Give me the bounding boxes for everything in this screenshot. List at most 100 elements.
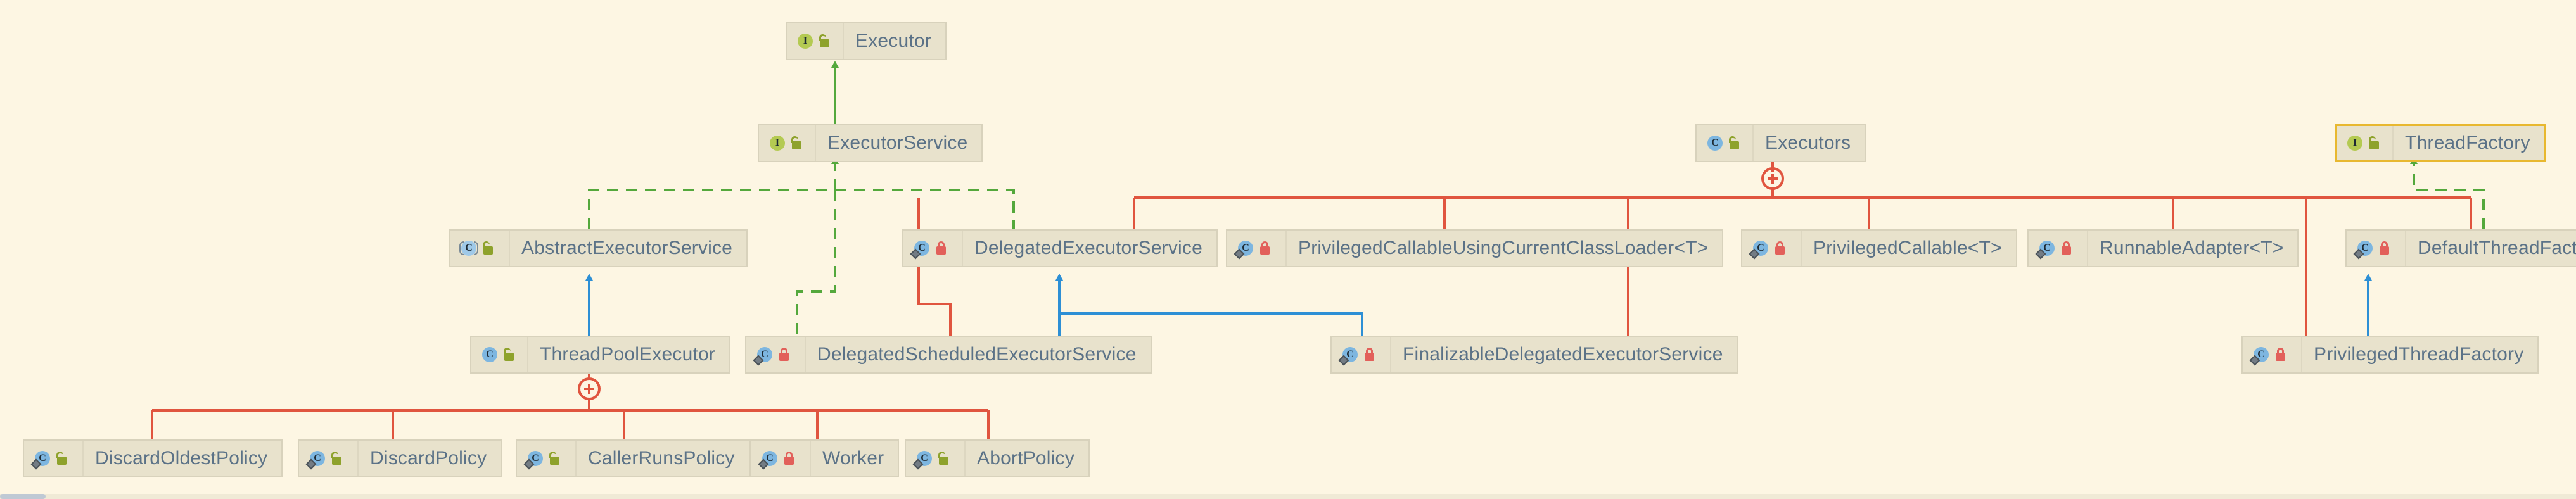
lock-body	[483, 246, 493, 255]
lock-closed-icon	[935, 241, 948, 256]
lock-body	[936, 246, 946, 255]
node-icon-gutter: I	[759, 125, 816, 161]
icon-letter: C	[35, 451, 50, 466]
lock-body	[2062, 246, 2071, 255]
icon-letter: C	[914, 241, 929, 256]
class-node-label: AbortPolicy	[977, 448, 1074, 469]
node-icon-gutter: C	[2029, 231, 2088, 266]
icon-letter: C	[1342, 347, 1358, 362]
class-node-label: DefaultThreadFactory	[2418, 237, 2576, 258]
lock-body	[939, 457, 948, 465]
inner-class-icon: C	[1341, 345, 1360, 364]
node-icon-gutter: C	[751, 441, 811, 476]
lock-body	[550, 457, 559, 465]
lock-body	[2380, 246, 2389, 255]
inner-class-icon: C	[760, 449, 779, 468]
lock-closed-icon	[2378, 241, 2391, 256]
lock-open-icon	[791, 136, 803, 151]
class-node-abortPolicy[interactable]: C AbortPolicy	[905, 439, 1090, 477]
inner-class-icon: C	[915, 449, 934, 468]
lock-closed-icon	[1363, 347, 1376, 362]
inner-class-icon: C	[2037, 239, 2056, 258]
lock-open-icon	[503, 347, 516, 362]
class-node-label: Executors	[1765, 132, 1851, 153]
class-node-discardOldestPolicy[interactable]: C DiscardOldestPolicy	[23, 439, 283, 477]
class-node-worker[interactable]: C Worker	[750, 439, 900, 477]
class-node-label: Worker	[822, 448, 884, 469]
class-node-label: DiscardOldestPolicy	[95, 448, 268, 469]
lock-shackle	[56, 452, 63, 458]
class-node-label: PrivilegedCallable<T>	[1813, 237, 2002, 258]
node-icon-gutter: C	[1742, 231, 1802, 266]
lock-open-icon	[56, 451, 68, 466]
node-icon-gutter: C	[450, 231, 510, 266]
node-icon-gutter: I	[787, 23, 844, 59]
lock-open-icon	[938, 451, 950, 466]
inner-class-icon: C	[526, 449, 545, 468]
node-icon-gutter: C	[2347, 231, 2406, 266]
class-node-executorService[interactable]: I ExecutorService	[758, 124, 983, 162]
node-icon-gutter: C	[903, 231, 963, 266]
edge-finalizabledelegated-extends	[1055, 274, 1363, 336]
class-node-label: ExecutorService	[827, 132, 968, 153]
node-icon-gutter: C	[906, 441, 966, 476]
lock-closed-icon	[2274, 347, 2287, 362]
class-node-threadPoolExecutor[interactable]: C ThreadPoolExecutor	[470, 336, 731, 374]
class-node-label: RunnableAdapter<T>	[2100, 237, 2284, 258]
lock-body	[1775, 246, 1785, 255]
lock-body	[1365, 353, 1374, 361]
abstract-class-icon: C	[459, 239, 478, 258]
lock-shackle	[1729, 136, 1736, 143]
icon-letter: C	[482, 347, 497, 362]
icon-letter: C	[528, 451, 543, 466]
lock-shackle	[549, 452, 556, 458]
lock-body	[792, 141, 801, 149]
lock-body	[504, 353, 514, 361]
inner-class-plus-threadpoolexecutor	[578, 377, 601, 400]
inner-class-plus-executors	[1761, 167, 1784, 190]
class-node-finalizableDelegated[interactable]: C FinalizableDelegatedExecutorService	[1330, 336, 1738, 374]
lock-shackle	[781, 348, 787, 355]
class-node-defaultThreadFactory[interactable]: C DefaultThreadFactory	[2345, 229, 2576, 267]
interface-icon: I	[768, 134, 787, 153]
scrollbar-thumb[interactable]	[0, 494, 46, 499]
class-node-runnableAdapter[interactable]: C RunnableAdapter<T>	[2027, 229, 2299, 267]
node-icon-gutter: C	[517, 441, 577, 476]
class-icon: C	[480, 345, 499, 364]
lock-shackle	[331, 452, 338, 458]
lock-shackle	[2063, 241, 2070, 248]
icon-letter: C	[461, 241, 476, 256]
icon-letter: C	[2039, 241, 2055, 256]
lock-body	[332, 457, 341, 465]
class-node-label: ThreadPoolExecutor	[540, 344, 716, 365]
node-icon-gutter: C	[1332, 337, 1391, 372]
class-node-label: ThreadFactory	[2405, 132, 2530, 153]
lock-shackle	[1261, 241, 1268, 248]
class-node-label: DiscardPolicy	[370, 448, 487, 469]
icon-letter: I	[798, 34, 813, 49]
edge-delegatedexecutorservice-realizes	[835, 189, 1015, 229]
icon-letter: C	[762, 451, 777, 466]
lock-shackle	[938, 241, 945, 248]
lock-shackle	[938, 452, 945, 458]
class-node-label: FinalizableDelegatedExecutorService	[1403, 344, 1723, 365]
lock-body	[779, 353, 789, 361]
edge-defaultthreadfactory-realizes-threadfactory	[2410, 157, 2485, 229]
edge-abstractexecutorservice-realizes	[588, 189, 835, 229]
lock-shackle	[2381, 241, 2388, 248]
class-node-privCallable[interactable]: C PrivilegedCallable<T>	[1741, 229, 2017, 267]
horizontal-scrollbar[interactable]	[0, 494, 2576, 499]
lock-body	[2369, 141, 2379, 149]
node-icon-gutter: C	[299, 441, 359, 476]
class-node-discardPolicy[interactable]: C DiscardPolicy	[298, 439, 502, 477]
